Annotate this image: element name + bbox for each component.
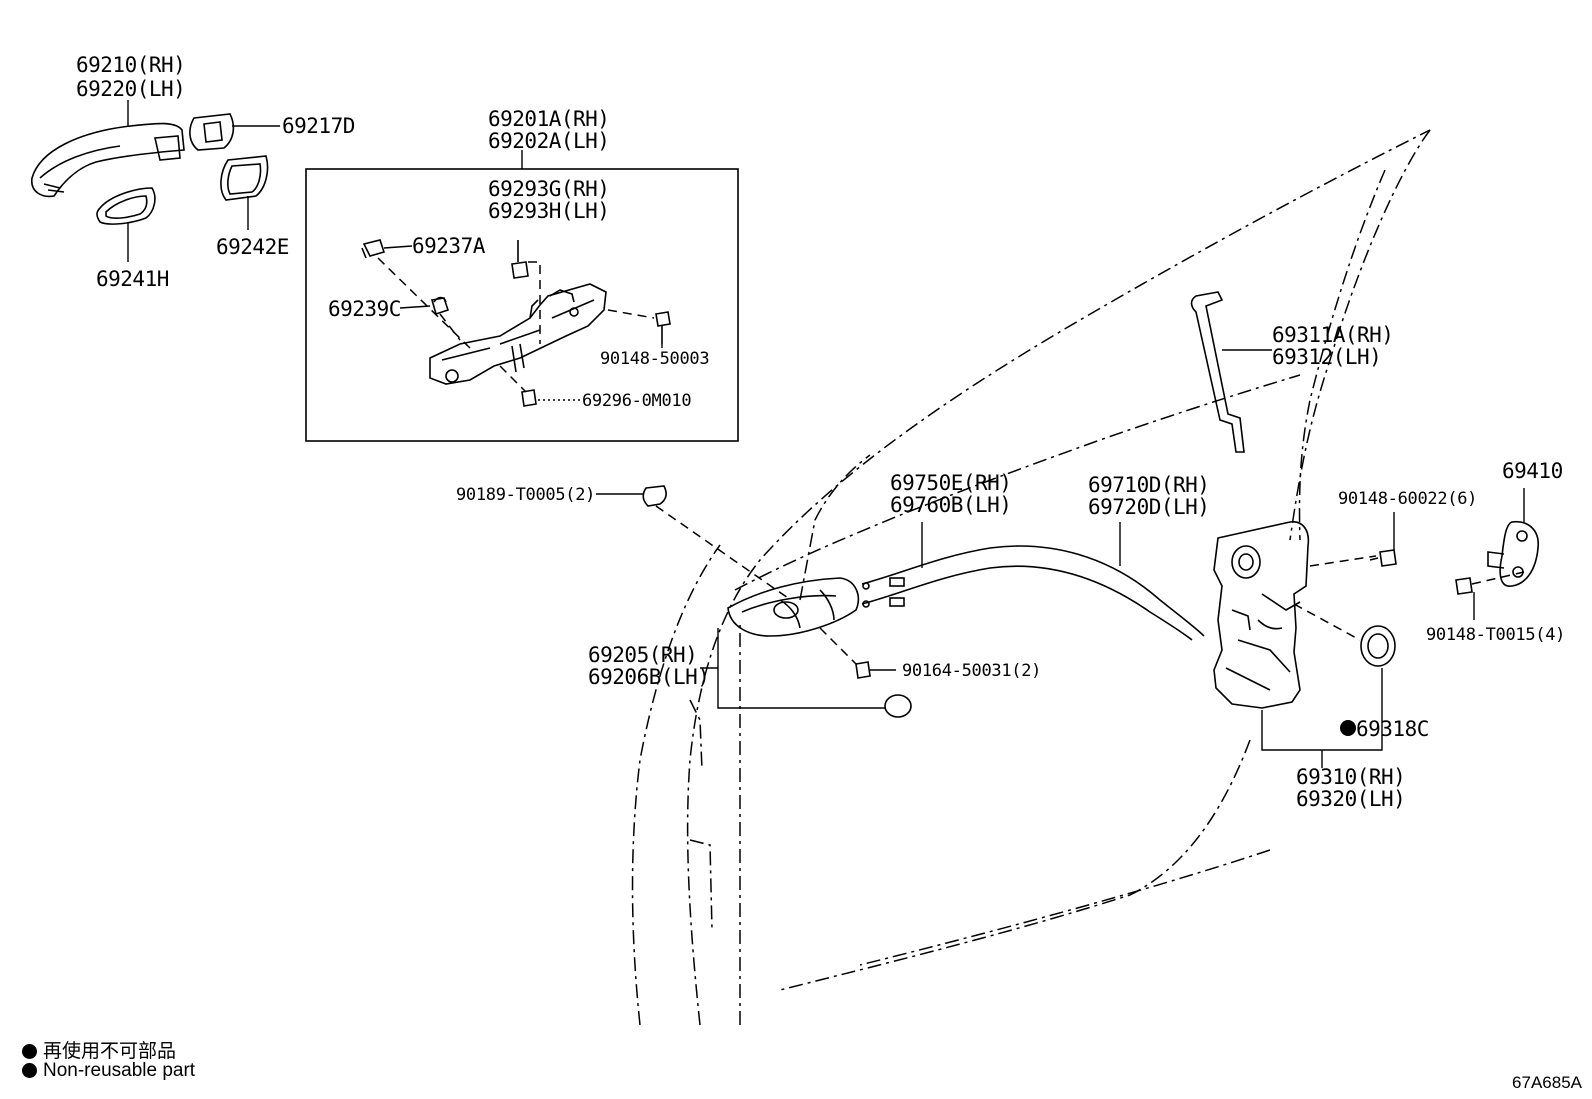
leader-plug-c [399,305,431,309]
label-inside-handle-lh: 69206B(LH) [588,665,709,689]
screw-inside [855,661,871,679]
dash-clip [655,505,789,599]
grommet [1360,625,1396,667]
legend-nonreusable-ja: 再使用不可部品 [22,1036,176,1063]
label-lock-assy-lh: 69320(LH) [1296,787,1405,811]
label-inside-cable-rh: 69750E(RH) [890,471,1011,495]
pad-rear [220,155,269,201]
label-frame-sub-rh: 69293G(RH) [488,177,609,201]
label-lock-cable-lh: 69720D(LH) [1088,495,1209,519]
screw-lock [1369,549,1397,567]
inside-handle-cap [884,694,912,718]
label-lock-cable-rh: 69710D(RH) [1088,473,1209,497]
label-screw-striker: 90148-T0015(4) [1426,625,1565,645]
dash-plug-a [377,257,471,349]
label-screw-inside: 90164-50031(2) [902,661,1041,681]
dash-grommet [1293,603,1361,641]
door-lock [1213,521,1310,709]
pad-front [96,187,156,225]
label-inside-handle-rh: 69205(RH) [588,643,697,667]
label-pad-rear: 69242E [216,235,289,259]
inside-handle [727,577,860,637]
label-frame-assy-rh: 69201A(RH) [488,107,609,131]
door-outline [631,129,1431,1026]
striker [1487,521,1539,587]
bullet-icon [22,1044,37,1059]
label-inside-cable-lh: 69760B(LH) [890,493,1011,517]
inside-cable [861,545,1205,641]
dash-screw-frame [607,309,655,319]
dash-screw-inside [819,627,857,665]
bolt-frame [521,389,537,407]
plug-a [361,239,386,259]
legend-text-ja: 再使用不可部品 [43,1041,177,1062]
plug-c [430,296,450,316]
frame [429,283,607,385]
label-outside-handle-lh: 69220(LH) [76,77,185,101]
label-frame-assy-lh: 69202A(LH) [488,129,609,153]
dash-bolt-frame [499,365,527,393]
leader-plug-a [383,245,413,249]
dash-screw-lock [1309,555,1377,567]
bullet-icon [22,1063,37,1078]
dash-frame-sub [528,261,541,344]
label-outside-handle-rh: 69210(RH) [76,53,185,77]
legend-nonreusable-en: Non-reusable part [22,1060,195,1082]
bracket-inside-handle [717,628,886,709]
label-cap: 69217D [282,114,355,138]
label-screw-lock: 90148-60022(6) [1338,489,1477,509]
label-frame-sub-lh: 69293H(LH) [488,199,609,223]
label-plug-a: 69237A [412,234,486,258]
cap [189,113,235,151]
label-striker: 69410 [1502,459,1563,483]
label-plug-c: 69239C [328,297,401,321]
nonreusable-marker [1340,720,1356,736]
lock-rod [1190,291,1245,453]
label-bolt-frame: 69296-0M010 [582,391,691,411]
outside-handle [31,122,185,198]
screw-striker [1455,577,1473,595]
frame-sub [511,240,529,279]
legend-text-en: Non-reusable part [43,1060,196,1081]
label-pad-front: 69241H [96,267,169,291]
label-lock-assy-rh: 69310(RH) [1296,765,1405,789]
screw-frame [655,311,671,344]
dash-plug-c [439,313,461,341]
label-clip: 90189-T0005(2) [456,485,595,505]
clip [642,485,667,507]
label-lock-rod-rh: 69311A(RH) [1272,323,1393,347]
dash-screw-striker [1471,571,1525,585]
label-screw-frame: 90148-50003 [600,349,709,369]
label-lock-rod-lh: 69312(LH) [1272,345,1381,369]
label-grommet: 69318C [1356,717,1429,741]
figure-code: 67A685A [1512,1073,1582,1092]
